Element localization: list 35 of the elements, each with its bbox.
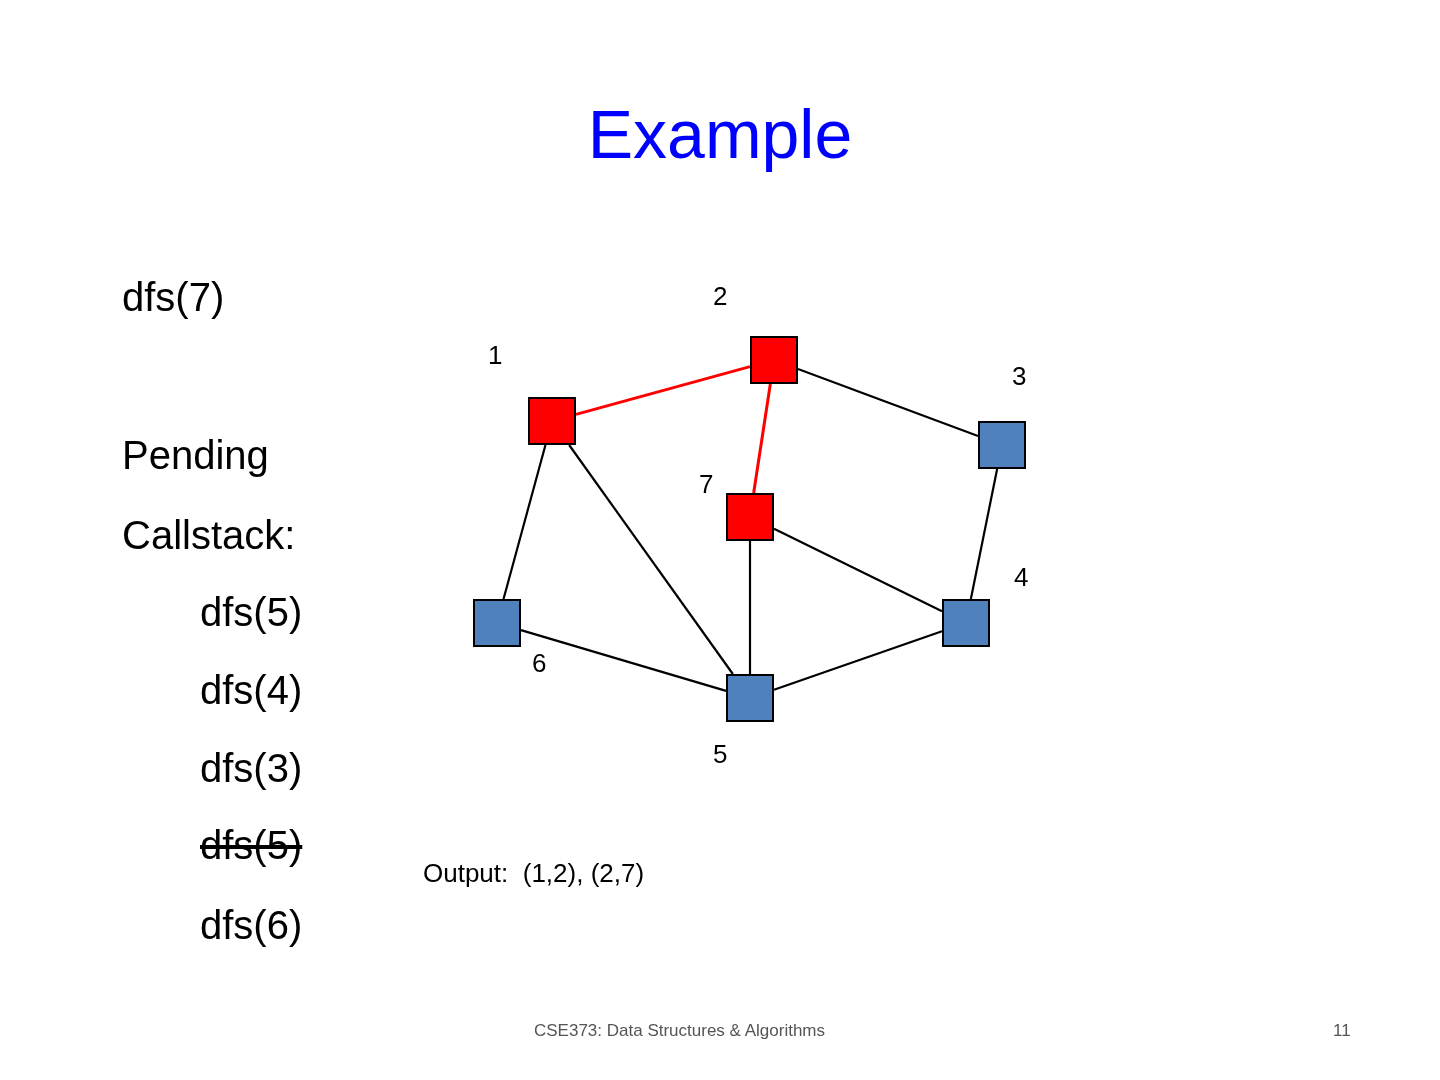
graph-edge xyxy=(773,630,943,691)
vertex-number: 4 xyxy=(1014,564,1029,590)
graph-edge xyxy=(575,365,751,416)
stack-entry: dfs(3) xyxy=(200,748,303,788)
graph-edge xyxy=(969,468,999,600)
vertex-number: 2 xyxy=(713,283,728,309)
graph-edge xyxy=(502,444,547,600)
graph-edge xyxy=(748,541,752,674)
heading-text: Pending xyxy=(122,435,269,475)
stack-entry: dfs(5) xyxy=(200,825,303,865)
footer-text: CSE373: Data Structures & Algorithms xyxy=(534,1022,826,1039)
graph-vertex xyxy=(750,336,798,384)
stack-entry: dfs(5) xyxy=(200,592,303,632)
stack-entry: dfs(6) xyxy=(200,905,303,945)
vertex-number: 6 xyxy=(532,650,547,676)
graph-edge xyxy=(752,383,772,494)
page-number: 11 xyxy=(1333,1022,1351,1039)
graph-vertex xyxy=(978,421,1026,469)
graph-vertex xyxy=(528,397,576,445)
graph-edge xyxy=(797,367,979,438)
graph-edge xyxy=(520,629,727,692)
graph-edge xyxy=(773,527,943,613)
output-text: Output: (1,2), (2,7) xyxy=(423,860,645,886)
graph-edge xyxy=(568,444,734,675)
graph-vertex xyxy=(473,599,521,647)
stack-entry: dfs(4) xyxy=(200,670,303,710)
graph-vertex xyxy=(942,599,990,647)
heading-text: Callstack: xyxy=(122,515,296,555)
vertex-number: 1 xyxy=(488,342,503,368)
vertex-number: 7 xyxy=(699,471,714,497)
vertex-number: 3 xyxy=(1012,363,1027,389)
vertex-number: 5 xyxy=(713,741,728,767)
graph-vertex xyxy=(726,493,774,541)
graph-vertex xyxy=(726,674,774,722)
call-text: dfs(7) xyxy=(122,277,225,317)
